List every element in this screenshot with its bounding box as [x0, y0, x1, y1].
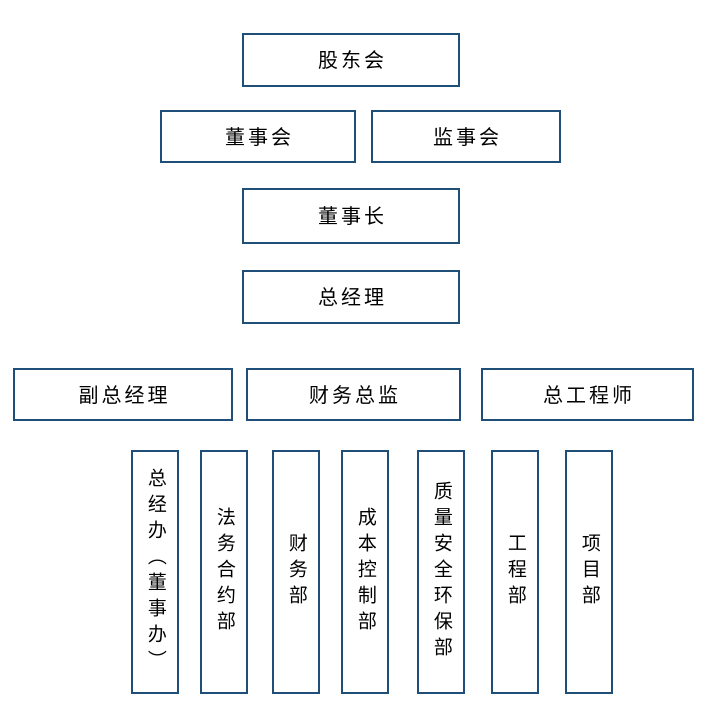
org-node-chairman: 董事长: [242, 188, 460, 244]
org-node-label: 董事会: [225, 124, 294, 149]
org-node-label: 总经办（董事办）: [144, 468, 167, 676]
org-node-legal-contract-dept: 法务合约部: [200, 450, 248, 694]
org-node-label: 法务合约部: [213, 507, 236, 637]
org-node-label: 董事长: [318, 204, 387, 228]
org-node-board-of-directors: 董事会: [160, 110, 356, 163]
org-node-label: 副总经理: [78, 382, 171, 407]
org-node-label: 财务总监: [309, 382, 401, 407]
org-node-engineering-dept: 工程部: [491, 450, 539, 694]
org-node-label: 总经理: [318, 285, 387, 309]
org-node-project-dept: 项目部: [565, 450, 613, 694]
org-node-general-manager: 总经理: [242, 270, 460, 324]
org-node-label: 股东会: [318, 48, 387, 72]
org-node-chief-engineer: 总工程师: [481, 368, 694, 421]
org-node-label: 财务部: [285, 533, 308, 611]
org-node-cost-control-dept: 成本控制部: [341, 450, 389, 694]
org-node-label: 监事会: [433, 124, 502, 149]
org-node-label: 总工程师: [543, 382, 635, 407]
org-node-label: 成本控制部: [354, 507, 377, 637]
org-node-shareholders-meeting: 股东会: [242, 33, 460, 87]
org-node-board-of-supervisors: 监事会: [371, 110, 561, 163]
org-node-label: 项目部: [578, 533, 601, 611]
org-node-deputy-general-manager: 副总经理: [13, 368, 233, 421]
org-node-quality-safety-environment-dept: 质量安全环保部: [417, 450, 465, 694]
org-node-label: 工程部: [504, 533, 527, 611]
org-node-chief-financial-officer: 财务总监: [246, 368, 461, 421]
org-node-label: 质量安全环保部: [430, 481, 453, 663]
org-node-gm-office: 总经办（董事办）: [131, 450, 179, 694]
org-node-finance-dept: 财务部: [272, 450, 320, 694]
